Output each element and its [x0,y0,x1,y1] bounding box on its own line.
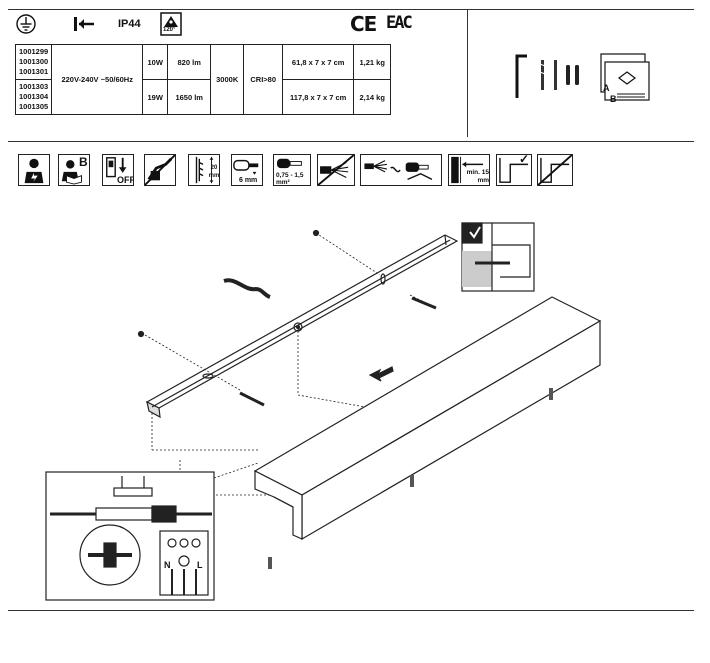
drill-depth-icon: 20 mm [188,154,220,186]
header-divider [467,9,468,137]
wall-plug-icon [566,65,579,85]
no-stranded-wire-icon [317,154,355,186]
color-temp-cell: 3000K [210,44,245,115]
read-manual-icon: B [58,154,90,186]
min-distance-icon: min. 15 mm [448,154,490,186]
strip-length-label: 6 mm [239,177,258,184]
size-cell: 117,8 x 7 x 7 cm [282,79,355,115]
min-distance-label: min. 15 mm [466,169,489,184]
installation-diagram [45,222,602,601]
top-rule [8,9,694,10]
sheet-label-a: A [603,83,610,93]
power-cell: 10W [142,44,169,80]
mount-correct-icon: ✓ [496,154,532,186]
earth-ground-icon [16,14,36,34]
eac-mark: EAC [386,13,413,33]
header-bottom-rule [8,141,694,142]
voltage-cell: 220V-240V ~50/60Hz [51,44,144,115]
wiring-detail-inset [45,462,259,601]
screw-icon [539,60,557,90]
no-tools-icon [144,154,176,186]
power-cable [223,278,271,299]
mounting-rail [145,234,459,419]
hex-key-icon [515,54,527,98]
spec-table: 1001299 1001300 1001301 220V-240V ~50/60… [14,44,392,115]
off-label: OFF [117,175,134,185]
accessories: A B [505,50,675,105]
luminaire-body [253,296,602,541]
wall-screws [137,229,437,407]
wire-section-icon: 0,75 - 1,5 mm² [273,154,311,186]
size-cell: 61,8 x 7 x 7 cm [282,44,355,80]
ce-mark: CE [350,12,377,36]
terminal-n-label: N [164,560,171,570]
bottom-rule [8,610,694,611]
drill-depth-label: 20 mm [208,165,220,179]
power-off-icon: OFF [102,154,134,186]
beam-angle-label: 120° [163,27,176,33]
ferrule-icon [360,154,442,186]
mount-wrong-icon [537,154,573,186]
insert-arrow [368,366,394,382]
lumen-cell: 1650 lm [167,79,212,115]
beam-angle-icon: 120° [160,12,182,36]
lumen-cell: 820 lm [167,44,212,80]
weight-cell: 1,21 kg [353,44,392,80]
product-codes-1: 1001299 1001300 1001301 [14,44,53,80]
product-codes-2: 1001303 1001304 1001305 [14,79,53,115]
manual-b-label: B [79,155,88,169]
power-cell: 19W [142,79,169,115]
sheet-label-b: B [610,94,617,104]
cri-cell: CRI>80 [243,44,284,115]
strip-cable-icon: 6 mm [231,154,263,186]
ip-rating: IP44 [118,18,141,30]
template-sheet-icon [600,53,650,101]
electrician-icon [18,154,50,186]
min-distance-arrow-icon [73,16,95,32]
weight-cell: 2,14 kg [353,79,392,115]
wire-section-label: 0,75 - 1,5 mm² [276,172,304,186]
correct-mark: ✓ [519,154,530,166]
terminal-l-label: L [197,560,203,570]
mount-detail-inset [461,222,535,292]
